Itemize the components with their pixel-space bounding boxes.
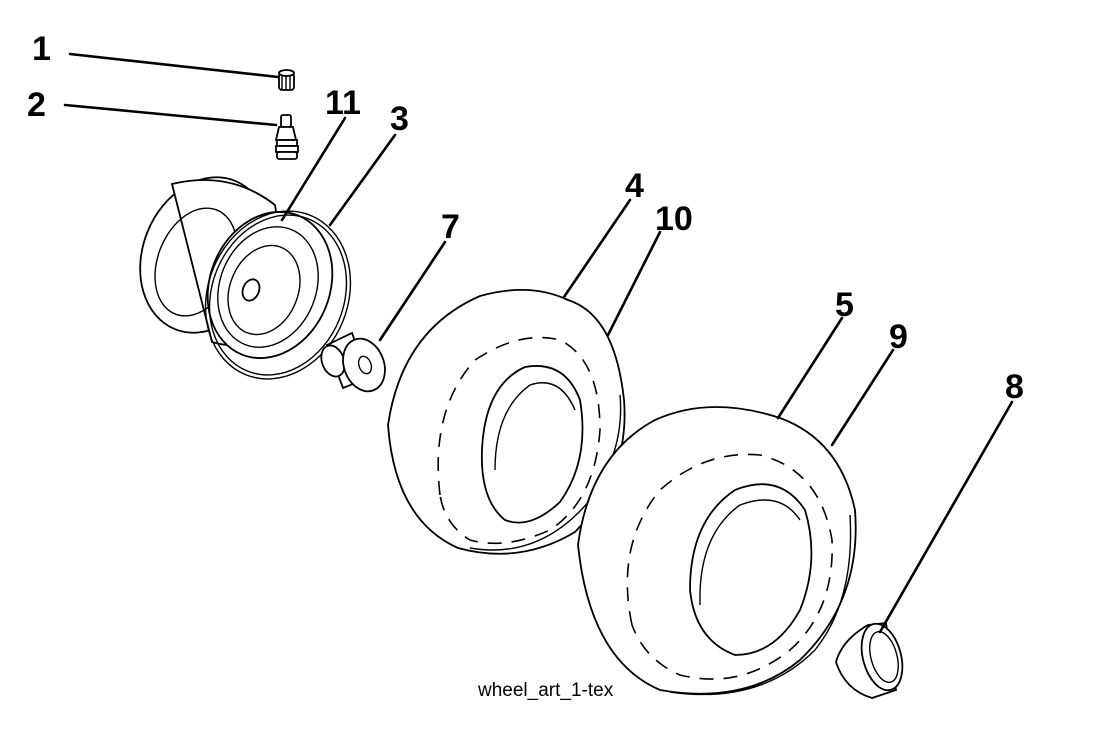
valve-cap (278, 69, 295, 91)
callout-4: 4 (625, 167, 644, 205)
leader-4 (562, 198, 632, 299)
figure-caption: wheel_art_1-tex (477, 680, 614, 701)
callout-1: 1 (32, 30, 51, 68)
leader-1 (68, 52, 280, 79)
callout-11: 11 (325, 84, 361, 122)
tire-rear (577, 406, 857, 696)
valve-stem (274, 114, 299, 160)
leader-3 (328, 133, 397, 227)
callout-8: 8 (1005, 368, 1024, 406)
callout-2: 2 (27, 86, 46, 124)
tire-front (387, 289, 626, 555)
leader-2 (63, 103, 278, 127)
leader-9 (830, 348, 895, 447)
leader-8 (878, 400, 1014, 634)
hub-cap (835, 622, 904, 699)
leader-11 (280, 116, 347, 222)
callout-10: 10 (655, 200, 693, 238)
callout-3: 3 (390, 100, 409, 138)
callout-9: 9 (889, 318, 908, 356)
rim-gasket (204, 210, 352, 380)
bushing (320, 331, 386, 393)
leader-5 (776, 316, 844, 420)
leader-7 (378, 240, 447, 342)
callout-7: 7 (441, 208, 460, 246)
leader-10 (606, 230, 662, 337)
wheel-rim (139, 176, 334, 359)
callout-5: 5 (835, 286, 854, 324)
